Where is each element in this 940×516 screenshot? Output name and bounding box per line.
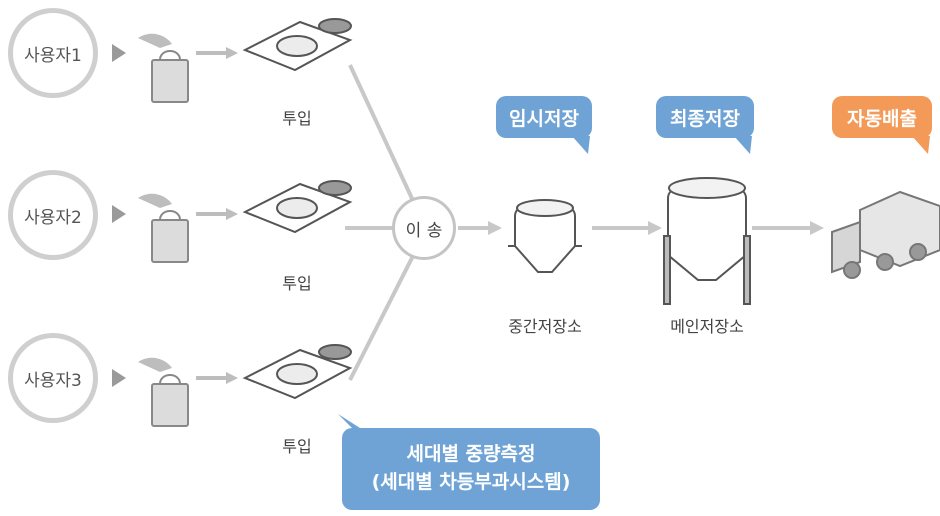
row-arrows (112, 44, 238, 387)
callout-weight-measure: 세대별 중량측정 (세대별 차등부과시스템) (342, 428, 600, 510)
input-label-3: 투입 (282, 437, 312, 456)
user-label-1: 사용자1 (24, 45, 82, 66)
main-storage-label: 메인저장소 (670, 317, 744, 336)
callout-final-text: 최종저장 (670, 107, 740, 130)
main-tank-icon (663, 177, 751, 305)
intermediate-storage-label: 중간저장소 (508, 317, 582, 336)
callout-final-tail (734, 136, 752, 154)
user-label-3: 사용자3 (24, 370, 82, 391)
truck-icon (831, 190, 940, 279)
callout-temp-tail (572, 136, 590, 154)
user-circle-2: 사용자2 (8, 170, 98, 260)
callout-auto-text: 자동배출 (847, 107, 917, 130)
user-circle-3: 사용자3 (8, 333, 98, 423)
callout-final-storage: 최종저장 (656, 96, 754, 138)
bin-icon-group (138, 33, 189, 427)
play-arrow-3 (112, 369, 126, 387)
user-label-2: 사용자2 (24, 207, 82, 228)
callout-weigh-line2: (세대별 차등부과시스템) (371, 471, 571, 493)
play-arrow-2 (112, 205, 126, 223)
transfer-label: 이 송 (405, 220, 443, 241)
callout-weigh-line1: 세대별 중량측정 (406, 443, 536, 466)
input-label-2: 투입 (282, 274, 312, 293)
callout-temp-storage: 임시저장 (496, 96, 592, 138)
user-circle-1: 사용자1 (8, 8, 98, 98)
line-input3-transfer (348, 251, 417, 381)
main-flow-arrows (458, 221, 824, 235)
play-arrow-1 (112, 44, 126, 62)
transfer-node: 이 송 (392, 196, 456, 260)
callout-auto-discharge: 자동배출 (832, 96, 932, 138)
input-device-group (242, 18, 353, 400)
callout-auto-tail (912, 136, 930, 154)
intermediate-tank-icon (508, 199, 582, 273)
line-input1-transfer (348, 64, 417, 206)
callout-temp-text: 임시저장 (509, 107, 579, 130)
input-label-1: 투입 (282, 109, 312, 128)
